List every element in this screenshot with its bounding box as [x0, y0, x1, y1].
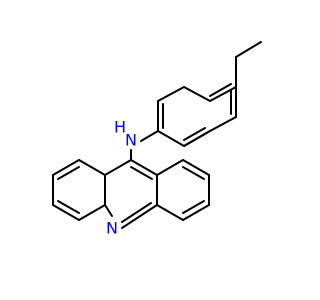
- structure-diagram: N H N: [52, 41, 262, 238]
- c-n-bond: [140, 130, 159, 142]
- acr-c9-c8a-inner: [130, 166, 153, 180]
- acr-c10a-n-inner: [121, 202, 152, 223]
- left-5: [78, 204, 106, 221]
- acr-c4a-n: [104, 204, 113, 217]
- right-2: [182, 159, 210, 176]
- left-4: [52, 204, 80, 221]
- amine-hydrogen-label: H: [114, 118, 126, 137]
- phenyl-bond-1-inner: [209, 83, 232, 97]
- left-2: [52, 159, 80, 176]
- phenyl-bond-5: [157, 130, 185, 147]
- acr-c9-c9a: [104, 159, 132, 176]
- ring-nitrogen-label: N: [106, 219, 118, 238]
- acr-c10a-n: [121, 204, 158, 229]
- phenyl-bond-3: [157, 86, 185, 102]
- right-1: [156, 159, 184, 176]
- left-4-inner: [57, 200, 80, 214]
- phenyl-bond-2: [183, 86, 211, 102]
- phenyl-bond-9: [183, 130, 211, 147]
- phenyl-bond-7: [209, 116, 237, 132]
- phenyl-bond-9-inner: [183, 127, 206, 141]
- molecule-canvas: N H N: [52, 41, 262, 238]
- ethyl-bond-ch2-ch3: [235, 41, 262, 58]
- left-1: [78, 159, 106, 176]
- right-2-inner: [182, 166, 205, 180]
- bond-group: [52, 41, 262, 229]
- left-2-inner: [57, 166, 80, 180]
- amine-nitrogen-label: N: [125, 131, 137, 150]
- right-5: [156, 204, 184, 221]
- right-4: [182, 204, 210, 221]
- right-4-inner: [182, 200, 205, 214]
- acr-c9-c8a: [130, 159, 158, 176]
